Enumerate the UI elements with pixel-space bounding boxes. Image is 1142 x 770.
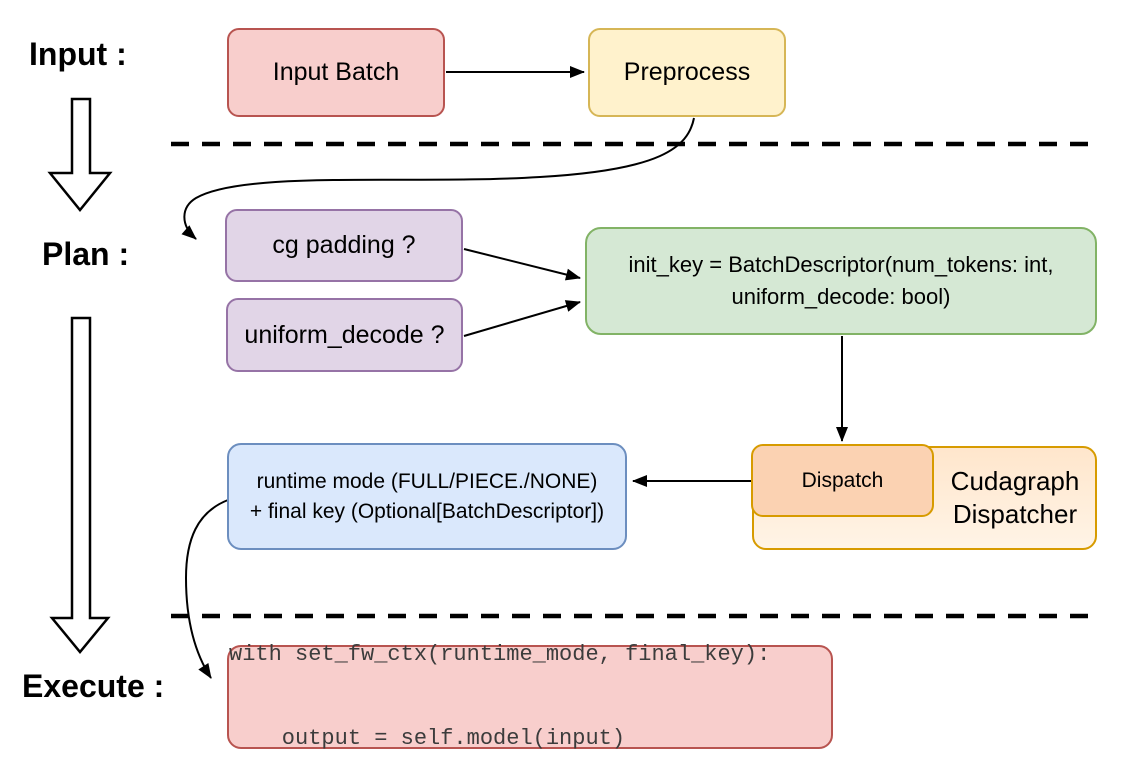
execute-section-label: Execute : [22, 668, 165, 704]
cudagraph-dispatcher-line1: Cudagraph [950, 466, 1080, 496]
runtime-mode-result-node: runtime mode (FULL/PIECE./NONE) + final … [227, 443, 627, 550]
input-batch-label: Input Batch [272, 58, 400, 86]
input-batch-node: Input Batch [227, 28, 445, 117]
input-to-plan-arrow-icon [47, 97, 113, 212]
cg-padding-label: cg padding ? [272, 231, 416, 259]
preprocess-label: Preprocess [623, 58, 751, 86]
init-key-line2: uniform_decode: bool) [731, 284, 951, 309]
execute-code-node: with set_fw_ctx(runtime_mode, final_key)… [227, 642, 833, 751]
cg-padding-node: cg padding ? [225, 209, 463, 282]
dispatch-label: Dispatch [801, 468, 884, 492]
arrow-uniform-decode-to-init-key [463, 300, 581, 337]
curved-arrow-runtime-to-execute-code [184, 499, 229, 679]
curved-arrow-preprocess-to-cg-padding [181, 117, 695, 240]
preprocess-node: Preprocess [588, 28, 786, 117]
dispatch-node: Dispatch [751, 444, 934, 517]
init-key-line1: init_key = BatchDescriptor(num_tokens: i… [628, 252, 1054, 277]
runtime-mode-line2: + final key (Optional[BatchDescriptor]) [249, 499, 605, 523]
uniform-decode-node: uniform_decode ? [226, 298, 463, 372]
execute-code-line2: output = self.model(input) [229, 726, 626, 751]
input-section-label: Input : [29, 36, 127, 72]
cudagraph-dispatcher-label: Cudagraph Dispatcher [930, 446, 1100, 550]
plan-to-execute-arrow-icon [49, 316, 111, 654]
runtime-mode-line1: runtime mode (FULL/PIECE./NONE) [256, 469, 598, 493]
init-key-node: init_key = BatchDescriptor(num_tokens: i… [585, 227, 1097, 335]
cudagraph-dispatcher-line2: Dispatcher [952, 499, 1078, 529]
execute-code-line1: with set_fw_ctx(runtime_mode, final_key)… [229, 642, 771, 667]
arrow-cg-padding-to-init-key [463, 248, 581, 281]
plan-section-label: Plan : [42, 236, 130, 272]
uniform-decode-label: uniform_decode ? [244, 320, 445, 349]
